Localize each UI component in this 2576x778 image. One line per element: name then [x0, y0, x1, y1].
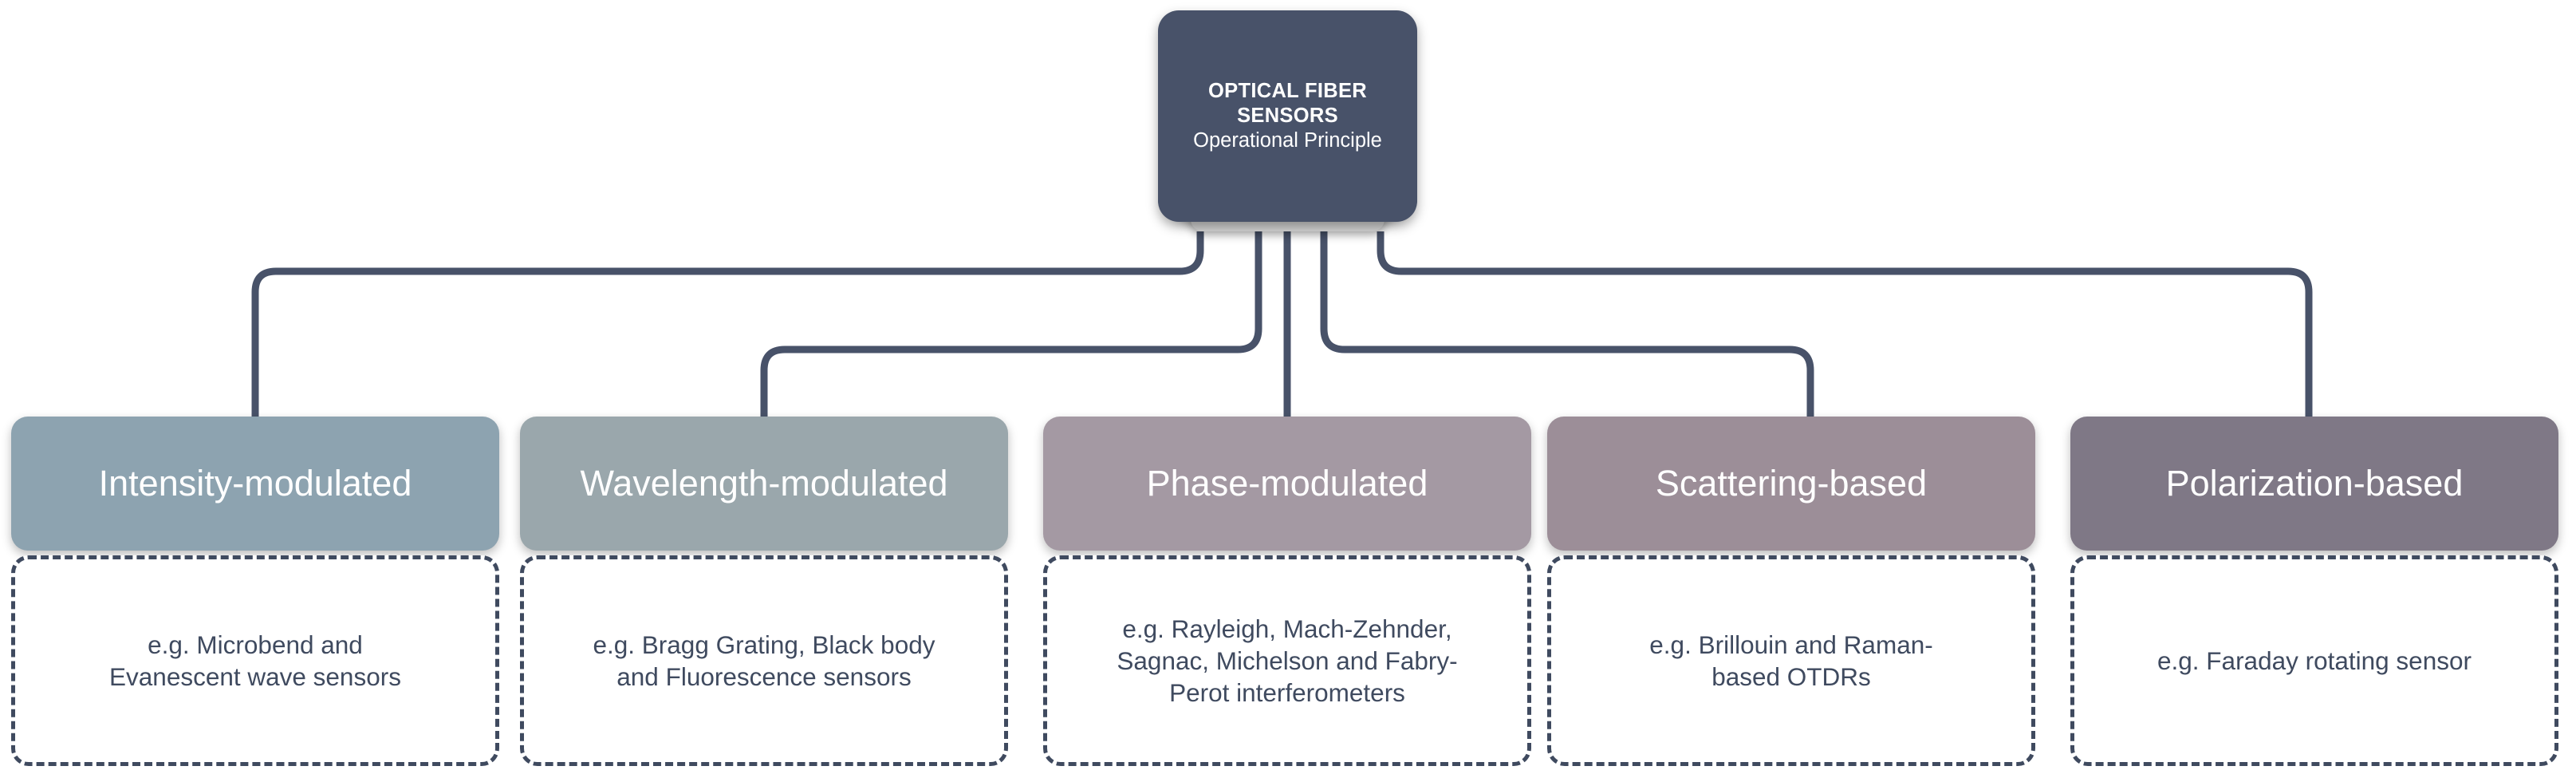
- category-header-phase-modulated[interactable]: Phase-modulated: [1043, 417, 1531, 551]
- example-line: e.g. Rayleigh, Mach-Zehnder,: [1122, 614, 1452, 643]
- example-box-phase-modulated: e.g. Rayleigh, Mach-Zehnder, Sagnac, Mich…: [1043, 555, 1531, 766]
- category-label: Phase-modulated: [1146, 463, 1428, 504]
- connector-intensity-modulated: [251, 231, 1204, 417]
- example-line: e.g. Bragg Grating, Black body: [593, 630, 935, 659]
- category-header-intensity-modulated[interactable]: Intensity-modulated: [11, 417, 499, 551]
- root-node-subtitle: Operational Principle: [1193, 129, 1382, 152]
- example-line: e.g. Faraday rotating sensor: [2157, 646, 2472, 675]
- branch-column-polarization-based: Polarization-based e.g. Faraday rotating…: [2070, 417, 2558, 766]
- root-node[interactable]: OPTICAL FIBER SENSORS Operational Princi…: [1158, 10, 1417, 231]
- example-box-wavelength-modulated: e.g. Bragg Grating, Black body and Fluore…: [520, 555, 1008, 766]
- category-header-wavelength-modulated[interactable]: Wavelength-modulated: [520, 417, 1008, 551]
- example-line: and Fluorescence sensors: [616, 662, 912, 691]
- connector-polarization-based: [1377, 231, 2313, 417]
- example-line: Perot interferometers: [1169, 678, 1405, 707]
- category-label: Scattering-based: [1655, 463, 1928, 504]
- example-line: e.g. Brillouin and Raman-: [1649, 630, 1933, 659]
- example-box-scattering-based: e.g. Brillouin and Raman-based OTDRs: [1547, 555, 2035, 766]
- root-node-card[interactable]: OPTICAL FIBER SENSORS Operational Princi…: [1158, 10, 1417, 222]
- example-line: based OTDRs: [1711, 662, 1871, 691]
- category-header-scattering-based[interactable]: Scattering-based: [1547, 417, 2035, 551]
- example-line: e.g. Microbend and: [148, 630, 363, 659]
- example-text: e.g. Bragg Grating, Black body and Fluore…: [593, 629, 935, 693]
- connector-scattering-based: [1320, 231, 1814, 417]
- example-text: e.g. Brillouin and Raman-based OTDRs: [1649, 629, 1932, 693]
- branch-column-scattering-based: Scattering-based e.g. Brillouin and Rama…: [1547, 417, 2035, 766]
- example-box-polarization-based: e.g. Faraday rotating sensor: [2070, 555, 2558, 766]
- example-text: e.g. Rayleigh, Mach-Zehnder, Sagnac, Mich…: [1117, 613, 1457, 709]
- category-label: Polarization-based: [2165, 463, 2464, 504]
- example-line: Evanescent wave sensors: [109, 662, 401, 691]
- category-label: Intensity-modulated: [98, 463, 412, 504]
- example-text: e.g. Faraday rotating sensor: [2157, 645, 2472, 677]
- category-label: Wavelength-modulated: [580, 463, 948, 504]
- branch-column-phase-modulated: Phase-modulated e.g. Rayleigh, Mach-Zehn…: [1043, 417, 1531, 766]
- branch-column-wavelength-modulated: Wavelength-modulated e.g. Bragg Grating,…: [520, 417, 1008, 766]
- category-header-polarization-based[interactable]: Polarization-based: [2070, 417, 2558, 551]
- root-node-title: OPTICAL FIBER SENSORS: [1208, 80, 1367, 127]
- connector-wavelength-modulated: [760, 231, 1262, 417]
- example-line: Sagnac, Michelson and Fabry-: [1117, 646, 1458, 675]
